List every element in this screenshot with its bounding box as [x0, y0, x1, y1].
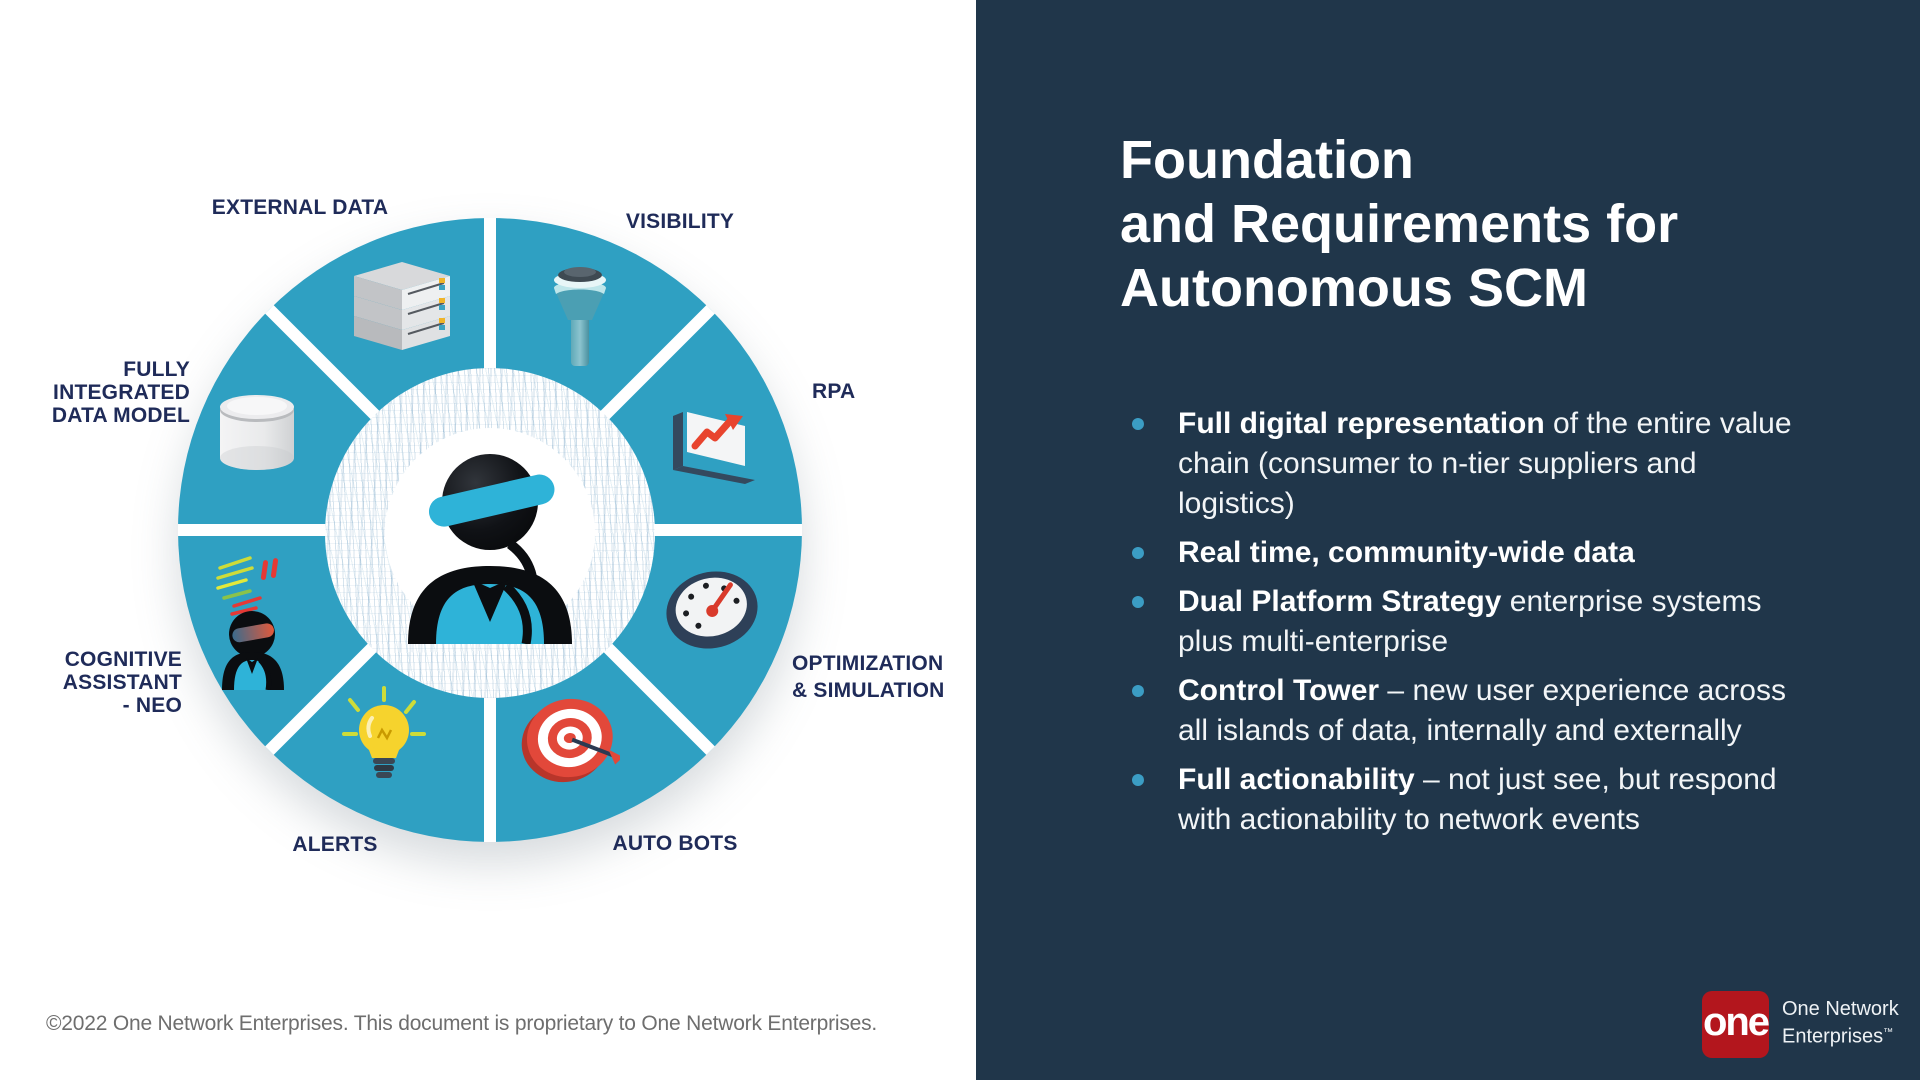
trademark-symbol: ™	[1883, 1027, 1894, 1038]
mini-neo-robot-icon	[204, 540, 304, 691]
slide-title: Foundation and Requirements for Autonomo…	[1120, 128, 1678, 320]
one-network-logo: one One Network Enterprises™	[1702, 991, 1912, 1061]
bullet-marker	[1132, 685, 1144, 697]
bullet-item: Full digital representation of the entir…	[1122, 404, 1798, 524]
gauge-icon	[662, 565, 762, 655]
title-line: Autonomous SCM	[1120, 258, 1588, 318]
light-bulb-icon	[342, 686, 427, 786]
bullet-item: Full actionability – not just see, but r…	[1122, 760, 1798, 840]
bullet-list: Full digital representation of the entir…	[1122, 404, 1822, 849]
content-panel: Foundation and Requirements for Autonomo…	[976, 0, 1920, 1080]
bullet-marker	[1132, 418, 1144, 430]
data-cylinder-icon	[212, 386, 302, 481]
bullet-marker	[1132, 596, 1144, 608]
control-tower-icon	[548, 258, 612, 370]
label-visibility: VISIBILITY	[625, 210, 735, 233]
label-fully-integrated-data-model: FULLY INTEGRATED DATA MODEL	[51, 358, 190, 427]
target-dart-icon	[520, 692, 623, 787]
server-stack-icon	[340, 258, 460, 358]
label-rpa: RPA	[812, 380, 856, 403]
diagram-panel: EXTERNAL DATA VISIBILITY RPA OPTIMIZATIO…	[46, 196, 945, 1035]
title-line: Foundation	[1120, 130, 1414, 190]
bullet-item: Control Tower – new user experience acro…	[1122, 671, 1798, 751]
label-optimization-simulation: OPTIMIZATION & SIMULATION	[792, 652, 945, 702]
bullet-item: Dual Platform Strategy enterprise system…	[1122, 582, 1798, 662]
one-logo-mark: one	[1702, 991, 1770, 1058]
bullet-marker	[1132, 547, 1144, 559]
label-external-data: EXTERNAL DATA	[211, 196, 389, 219]
label-cognitive-assistant-neo: COGNITIVE ASSISTANT - NEO	[62, 648, 182, 717]
bullet-item: Real time, community-wide data	[1122, 533, 1798, 573]
growth-chart-icon	[665, 400, 760, 485]
label-auto-bots: AUTO BOTS	[612, 832, 738, 855]
title-line: and Requirements for	[1120, 194, 1679, 254]
bullet-marker	[1132, 774, 1144, 786]
copyright-text: ©2022 One Network Enterprises. This docu…	[46, 1012, 878, 1035]
label-alerts: ALERTS	[292, 833, 378, 856]
logo-company-name: One Network Enterprises™	[1782, 998, 1899, 1048]
neo-avatar-robot-icon	[390, 432, 590, 645]
